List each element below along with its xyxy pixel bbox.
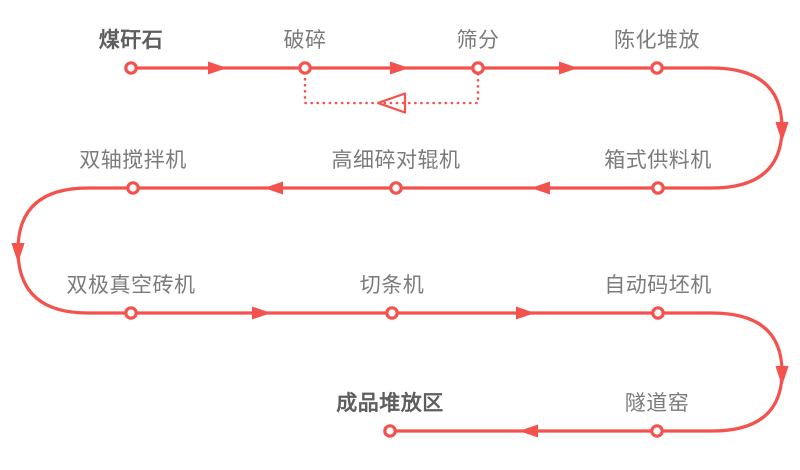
node-label-n11: 隧道窑	[624, 392, 690, 415]
node-marker-n4[interactable]	[650, 61, 664, 75]
node-marker-n5[interactable]	[651, 181, 665, 195]
connector-uturn-right-2	[710, 311, 784, 433]
node-marker-n8[interactable]	[124, 306, 138, 320]
arrowhead-left-r2a	[531, 181, 550, 195]
node-marker-n12[interactable]	[383, 424, 397, 438]
arrowhead-right-r1c	[559, 61, 578, 75]
node-label-n5: 箱式供料机	[604, 149, 712, 172]
arrowhead-down-u1	[775, 122, 789, 142]
node-marker-n6[interactable]	[389, 181, 403, 195]
node-label-n8: 双极真空砖机	[66, 274, 196, 297]
arrowhead-right-r1b	[390, 61, 409, 75]
node-marker-n9[interactable]	[385, 306, 399, 320]
node-marker-n1[interactable]	[124, 61, 138, 75]
node-marker-n11[interactable]	[650, 424, 664, 438]
node-marker-n3[interactable]	[471, 61, 485, 75]
node-label-n12: 成品堆放区	[336, 392, 444, 415]
arrowhead-right-r1a	[208, 61, 227, 75]
feedback-loop-path	[303, 66, 480, 105]
node-marker-n7[interactable]	[126, 181, 140, 195]
arrowhead-right-r3b	[516, 306, 535, 320]
arrowhead-left-r2b	[264, 181, 283, 195]
connector-uturn-right-1	[710, 66, 784, 190]
node-label-n4: 陈化堆放	[614, 29, 700, 52]
arrowhead-left-r4a	[519, 424, 538, 438]
node-label-n6: 高细碎对辊机	[331, 149, 461, 172]
node-label-n9: 切条机	[359, 274, 425, 297]
node-label-n7: 双轴搅拌机	[79, 149, 187, 172]
arrowhead-down-u3	[775, 366, 789, 386]
node-label-n10: 自动码坯机	[604, 274, 712, 297]
node-label-n1: 煤矸石	[98, 29, 164, 52]
feedback-loop-arrowhead-icon	[376, 92, 407, 114]
node-marker-n2[interactable]	[298, 61, 312, 75]
node-marker-n10[interactable]	[651, 306, 665, 320]
arrowhead-right-r3a	[252, 306, 271, 320]
arrowhead-down-u2	[11, 243, 25, 263]
node-label-n3: 筛分	[456, 29, 500, 52]
node-label-n2: 破碎	[283, 29, 327, 52]
